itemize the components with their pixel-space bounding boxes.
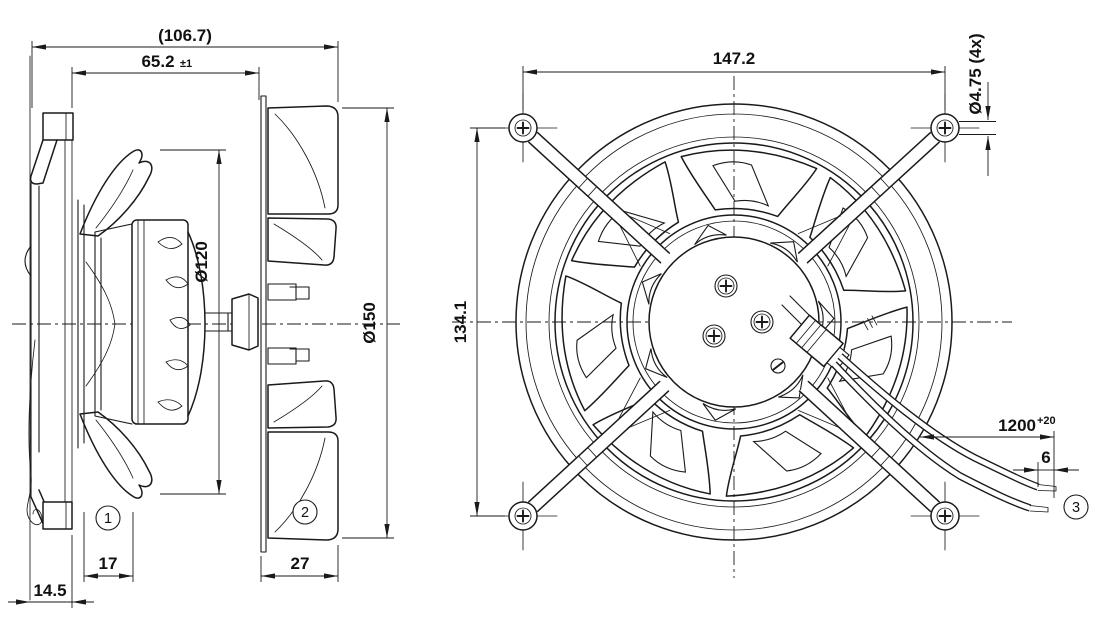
motor-stator bbox=[131, 219, 189, 425]
balloon-leads-number: 3 bbox=[1072, 500, 1080, 516]
mounting-hole-top-right bbox=[910, 93, 980, 163]
power-leads bbox=[831, 353, 1057, 513]
motor-hub bbox=[648, 236, 820, 408]
dim-impeller-inner-dia-label: Ø120 bbox=[192, 241, 211, 283]
hub-screw bbox=[750, 310, 774, 334]
dim-mounting-depth: 65.2 ±1 bbox=[71, 52, 260, 108]
mounting-hole-bottom-left bbox=[488, 481, 558, 551]
mounting-hole-top-left bbox=[488, 93, 558, 163]
balloon-impeller: 1 bbox=[95, 505, 121, 531]
dim-bracket-offset: 14.5 bbox=[8, 535, 94, 608]
mounting-arm-bottom-left bbox=[528, 377, 671, 513]
hub-small-screw bbox=[770, 358, 786, 374]
balloon-housing-number: 2 bbox=[301, 505, 309, 521]
lead-connector bbox=[789, 314, 850, 372]
dim-mounting-hole-dia-label: Ø4.75 (4x) bbox=[966, 33, 985, 114]
dim-impeller-outer-dia: Ø150 bbox=[342, 107, 394, 539]
inner-ring-outer bbox=[626, 214, 842, 430]
rotor-cooling-slots bbox=[157, 237, 191, 411]
side-view: (106.7) 65.2 ±1 Ø120 Ø150 17 1 bbox=[8, 26, 400, 608]
shaft-hub bbox=[231, 293, 259, 351]
hub-screw bbox=[702, 324, 726, 348]
blade-opening bbox=[725, 414, 855, 497]
mounting-arm-top-left bbox=[528, 131, 671, 267]
dim-wire-strip-length-label: 6 bbox=[1041, 448, 1050, 467]
stripped-wire-end bbox=[1037, 484, 1057, 492]
dim-bracket-offset-label: 14.5 bbox=[33, 581, 66, 600]
blade-opening bbox=[592, 397, 711, 495]
dim-hole-pitch-horizontal-label: 147.2 bbox=[713, 49, 756, 68]
cable-exit bbox=[781, 295, 1057, 513]
drum-rim-inner bbox=[525, 113, 943, 531]
blade-root-tips bbox=[641, 224, 835, 421]
mounting-arm-top-right bbox=[797, 131, 940, 267]
dim-cable-length-tolerance: +20 bbox=[1037, 415, 1056, 427]
dim-cable-length: 1200 +20 bbox=[920, 415, 1056, 498]
dim-mounting-hole-dia: Ø4.75 (4x) bbox=[959, 33, 996, 176]
dim-cable-length-label: 1200 bbox=[998, 416, 1036, 435]
dim-drum-depth-label: 27 bbox=[291, 554, 310, 573]
dim-hole-pitch-vertical-label: 134.1 bbox=[451, 301, 470, 344]
dim-blade-tab-width: 17 bbox=[83, 512, 134, 582]
dim-blade-tab-width-label: 17 bbox=[99, 554, 118, 573]
mounting-arms bbox=[528, 131, 940, 513]
dim-overall-depth: (106.7) bbox=[31, 26, 339, 108]
dim-hole-pitch-horizontal: 147.2 bbox=[522, 49, 946, 110]
hub-molded-marking bbox=[862, 315, 878, 331]
dim-hole-pitch-vertical: 134.1 bbox=[451, 127, 505, 517]
dim-impeller-inner-dia: Ø120 bbox=[160, 149, 226, 495]
dim-mounting-depth-tolerance: ±1 bbox=[180, 58, 192, 70]
front-view: 147.2 134.1 Ø4.75 (4x) 1200 +20 6 bbox=[451, 33, 1089, 578]
hub-screw bbox=[714, 274, 738, 298]
bracket-top-tab bbox=[42, 112, 74, 141]
bracket-clip-bump bbox=[24, 245, 32, 277]
dim-wire-strip-length: 6 bbox=[1013, 448, 1079, 487]
dim-mounting-depth-label: 65.2 bbox=[141, 52, 174, 71]
dim-impeller-outer-dia-label: Ø150 bbox=[360, 302, 379, 344]
balloon-housing: 2 bbox=[292, 499, 318, 525]
dim-drum-depth: 27 bbox=[260, 545, 339, 582]
motor-rotor-bell bbox=[187, 231, 206, 417]
mounting-hole-bottom-right bbox=[910, 481, 980, 551]
motor-shaft bbox=[204, 312, 233, 332]
drum-back-plate bbox=[260, 95, 267, 553]
bracket-bottom-tab bbox=[42, 501, 73, 530]
drum-rim-outer bbox=[515, 103, 953, 541]
inner-ring-inner bbox=[632, 220, 836, 424]
blade-opening bbox=[680, 149, 818, 218]
drum-shoulder-outer bbox=[548, 136, 920, 508]
balloon-leads: 3 bbox=[1063, 494, 1089, 520]
retaining-clip-wire bbox=[26, 339, 43, 526]
motor-body bbox=[94, 219, 259, 425]
mounting-arm-bottom-right bbox=[797, 377, 940, 513]
impeller-drum-section bbox=[260, 95, 339, 553]
dim-overall-depth-label: (106.7) bbox=[158, 26, 212, 45]
drum-shoulder bbox=[554, 142, 914, 502]
blade-opening bbox=[561, 275, 630, 412]
stripped-wire-end bbox=[1029, 505, 1049, 513]
mounting-bracket bbox=[24, 55, 74, 601]
impeller-rear-blades bbox=[77, 149, 153, 499]
balloon-impeller-number: 1 bbox=[104, 511, 112, 527]
